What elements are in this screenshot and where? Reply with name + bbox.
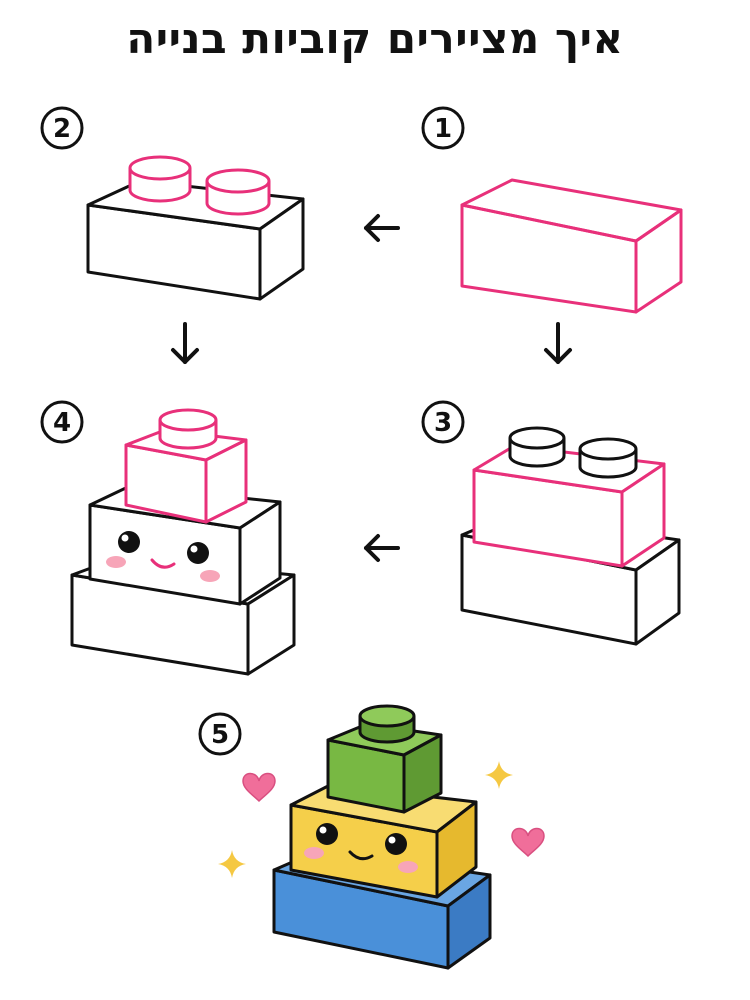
step-4-stack [70, 408, 296, 676]
heart-icon [511, 827, 545, 857]
face [106, 531, 220, 582]
sparkle-icon [485, 761, 513, 789]
arrow-down-icon [544, 322, 572, 364]
step-2-brick [86, 155, 305, 301]
arrow-down-icon [171, 322, 199, 364]
step-5-colored-stack [272, 704, 492, 970]
arrow-left-icon [364, 534, 400, 562]
step-number-4-label: 4 [53, 408, 71, 438]
step-number-5-label: 5 [211, 720, 229, 750]
arrow-left-icon [364, 214, 400, 242]
step-3-stack [460, 426, 681, 646]
step-number-2: 2 [40, 106, 84, 150]
step-number-2-label: 2 [53, 114, 71, 144]
step-1-box [460, 178, 683, 314]
page-title: איך מציירים קוביות בנייה [126, 14, 624, 63]
step-number-1-label: 1 [434, 114, 452, 144]
step-number-1: 1 [421, 106, 465, 150]
heart-icon [242, 772, 276, 802]
step-number-4: 4 [40, 400, 84, 444]
green-brick [326, 704, 443, 814]
sparkle-icon [218, 850, 246, 878]
step-number-5: 5 [198, 712, 242, 756]
face [304, 823, 418, 873]
step-number-3: 3 [421, 400, 465, 444]
step-number-3-label: 3 [434, 408, 452, 438]
